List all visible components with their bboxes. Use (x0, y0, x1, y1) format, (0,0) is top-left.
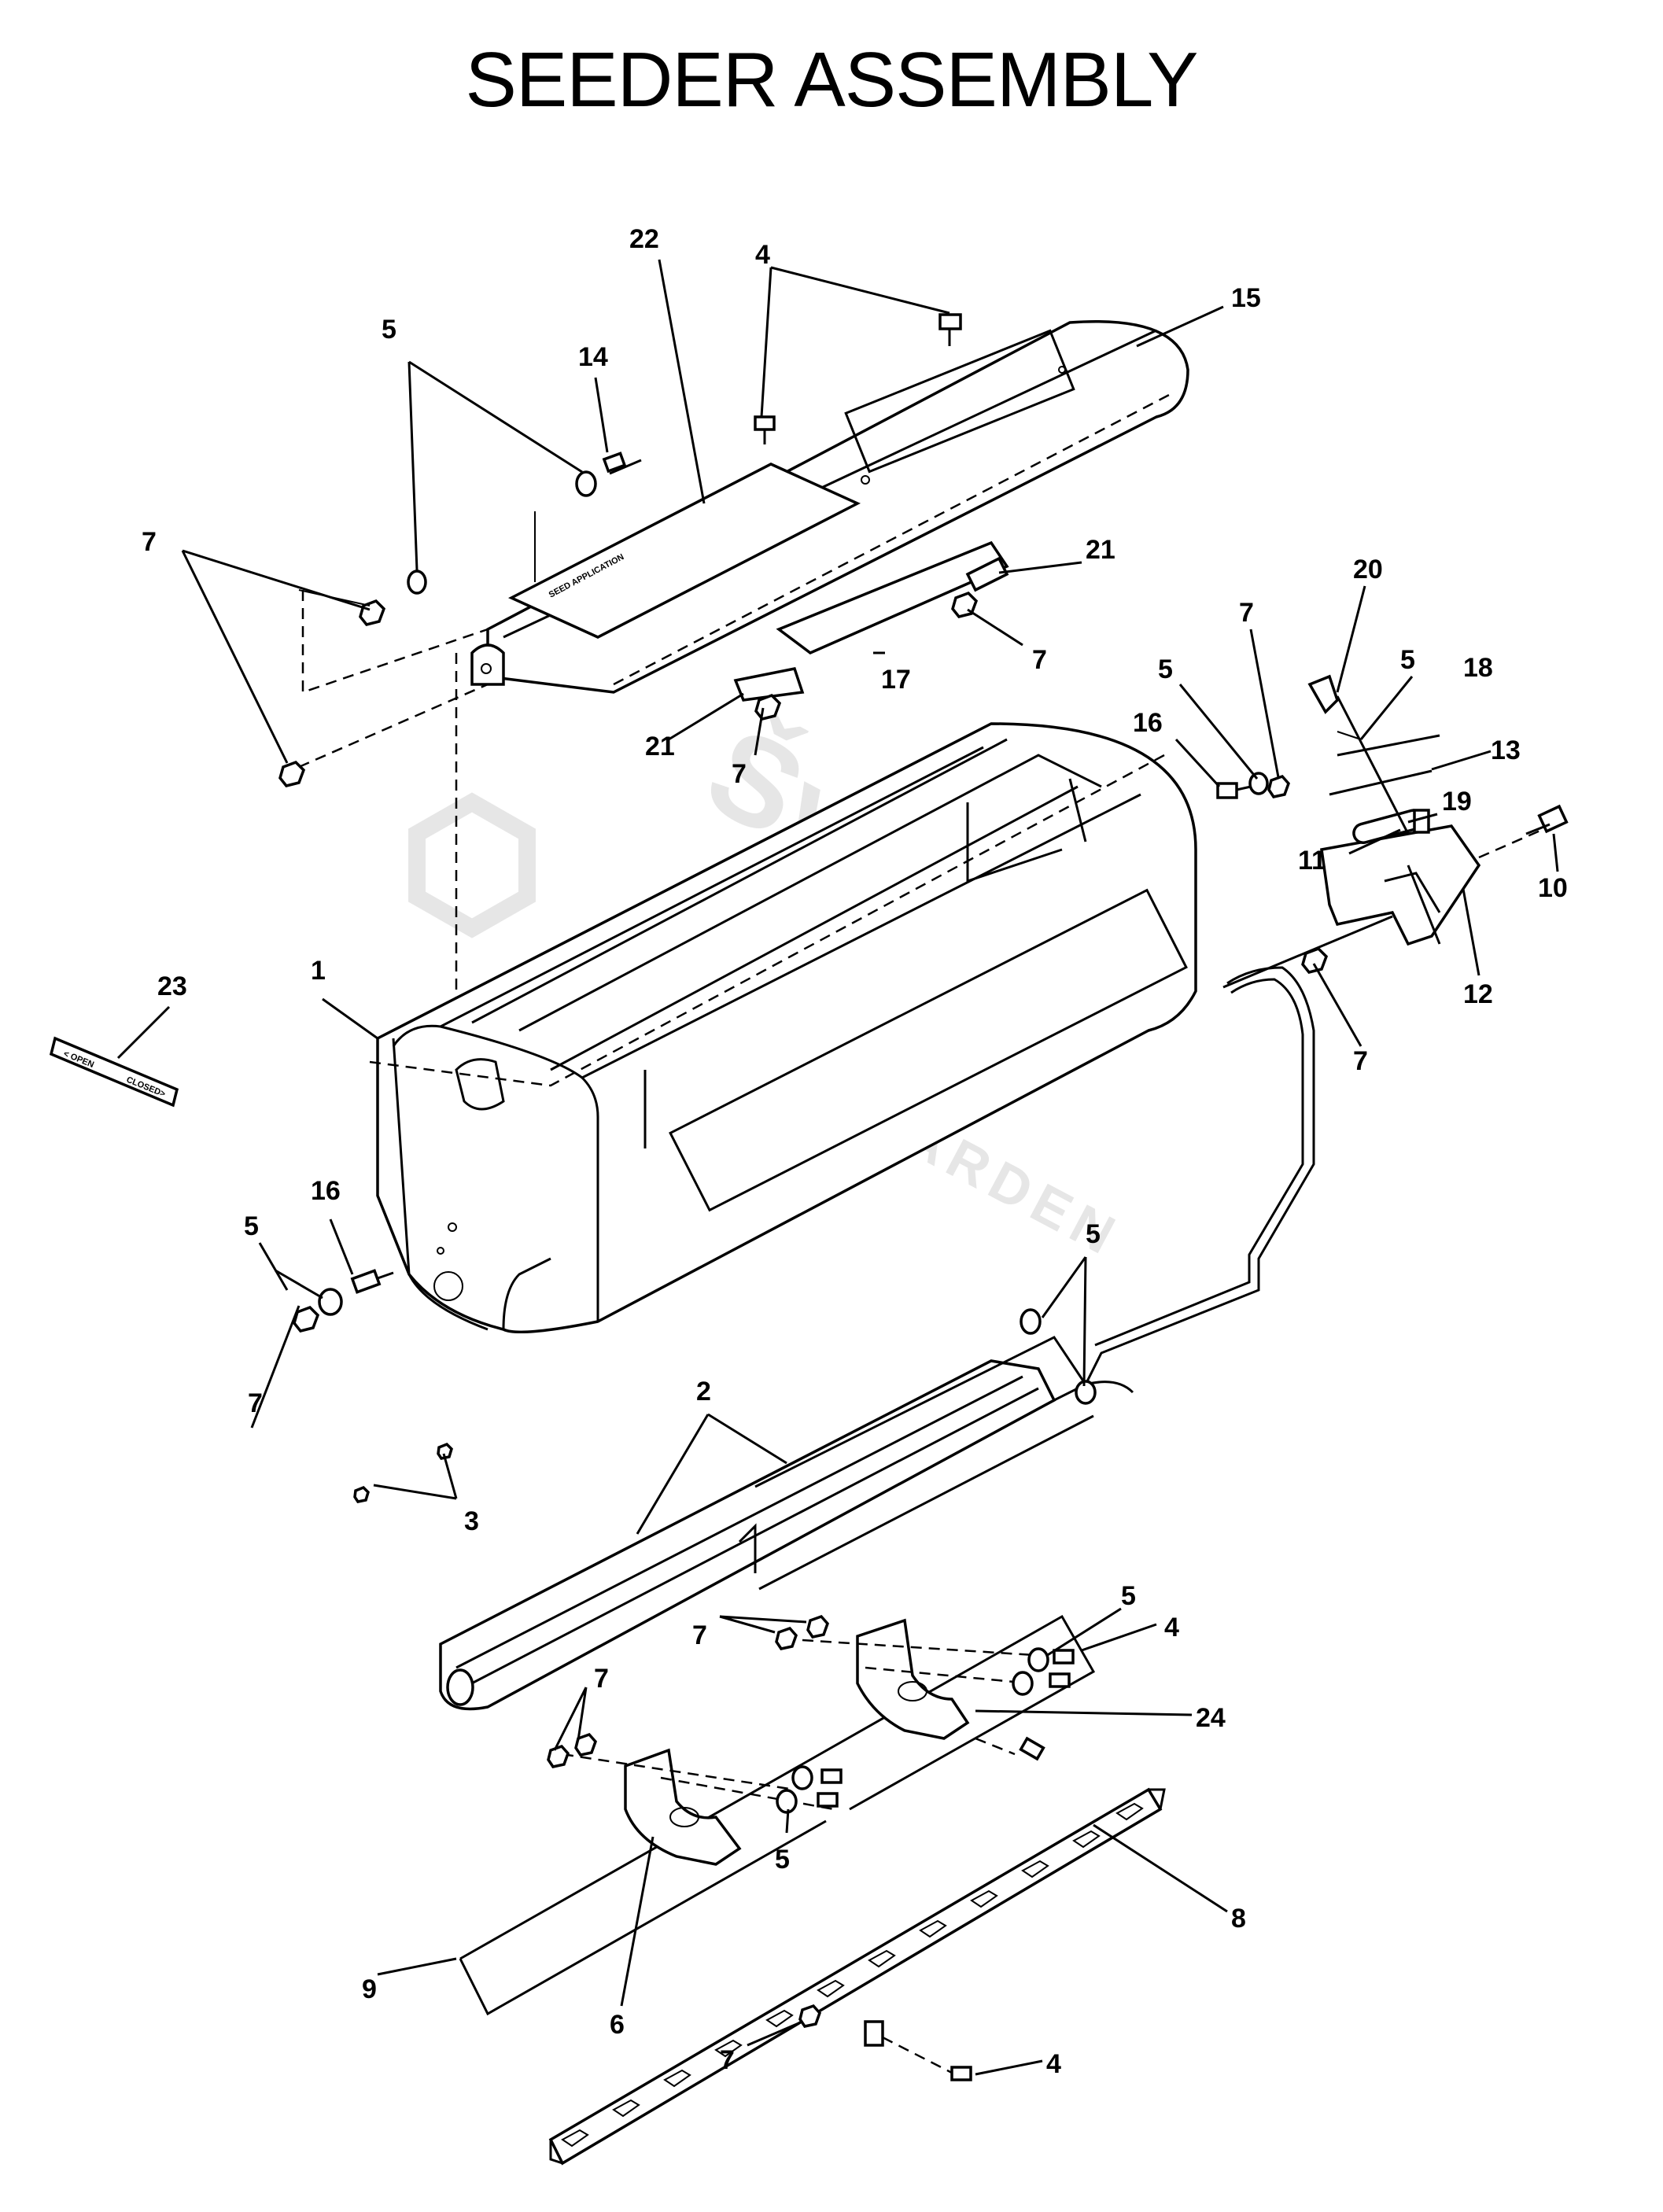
tab-21 (733, 666, 805, 702)
screws-3 (353, 1442, 453, 1503)
callout-8: 8 (1231, 1904, 1246, 1934)
callout-7: 7 (248, 1388, 263, 1418)
callout-7: 7 (732, 759, 747, 789)
callout-13: 13 (1491, 735, 1521, 765)
callout-7: 7 (142, 527, 157, 557)
seed-application-decal (507, 463, 861, 639)
callout-14: 14 (578, 342, 608, 372)
watermark-logo-icon (408, 792, 536, 938)
callout-11: 11 (1298, 846, 1326, 876)
callout-7: 7 (1239, 598, 1254, 628)
callout-22: 22 (629, 224, 659, 254)
gate-plate (548, 1787, 1166, 2166)
callout-3: 3 (464, 1506, 479, 1536)
callout-17: 17 (881, 665, 911, 695)
callout-15: 15 (1231, 283, 1261, 313)
callout-4: 4 (1046, 2049, 1061, 2079)
nut-7 (359, 599, 386, 626)
callout-16: 16 (1133, 708, 1163, 738)
diagram-title: SEEDER ASSEMBLY (465, 36, 1199, 123)
hopper-body (369, 722, 1197, 1334)
callout-7: 7 (594, 1664, 609, 1694)
callout-5: 5 (382, 315, 396, 345)
callout-6: 6 (610, 2010, 625, 2040)
callout-5: 5 (244, 1211, 259, 1241)
plate-17 (776, 540, 1009, 655)
callout-4: 4 (1164, 1613, 1179, 1642)
callout-24: 24 (1196, 1703, 1226, 1733)
callout-18: 18 (1463, 653, 1493, 683)
callout-1: 1 (311, 956, 326, 986)
bracket-panel (459, 1614, 1096, 2016)
gauge-decal: < OPEN CLOSED> (49, 1036, 179, 1108)
bolt-4-head (938, 313, 962, 330)
callout-21: 21 (645, 732, 675, 761)
callout-23: 23 (157, 971, 187, 1001)
callout-5: 5 (1158, 654, 1173, 684)
callout-21: 21 (1086, 535, 1115, 565)
washer-5 (575, 470, 597, 497)
callout-5: 5 (1086, 1219, 1101, 1249)
callout-5: 5 (1400, 645, 1415, 675)
callout-4: 4 (755, 240, 770, 270)
callout-7: 7 (1032, 645, 1047, 675)
callout-16: 16 (311, 1176, 341, 1206)
control-linkage (1038, 674, 1569, 1410)
callout-labels: 22 4 15 5 14 7 21 7 17 21 7 20 7 5 18 5 … (142, 224, 1568, 2079)
callout-5: 5 (1121, 1581, 1136, 1611)
callout-7: 7 (692, 1620, 707, 1650)
side-hardware-left (293, 1269, 394, 1333)
callout-2: 2 (696, 1377, 711, 1406)
agitator-shaft (439, 1308, 1134, 1711)
callout-20: 20 (1353, 555, 1383, 584)
leader-lines (116, 259, 1559, 2076)
callout-7: 7 (720, 2045, 735, 2075)
callout-19: 19 (1442, 787, 1472, 817)
callout-5: 5 (775, 1845, 790, 1875)
callout-7: 7 (1353, 1046, 1368, 1076)
lever-20 (1307, 674, 1340, 714)
callout-9: 9 (362, 1974, 377, 2004)
callout-12: 12 (1463, 979, 1493, 1009)
bracket-24 (856, 1618, 970, 1740)
top-cover-plate: SEED APPLICATION (470, 320, 1189, 702)
callout-10: 10 (1538, 873, 1568, 903)
